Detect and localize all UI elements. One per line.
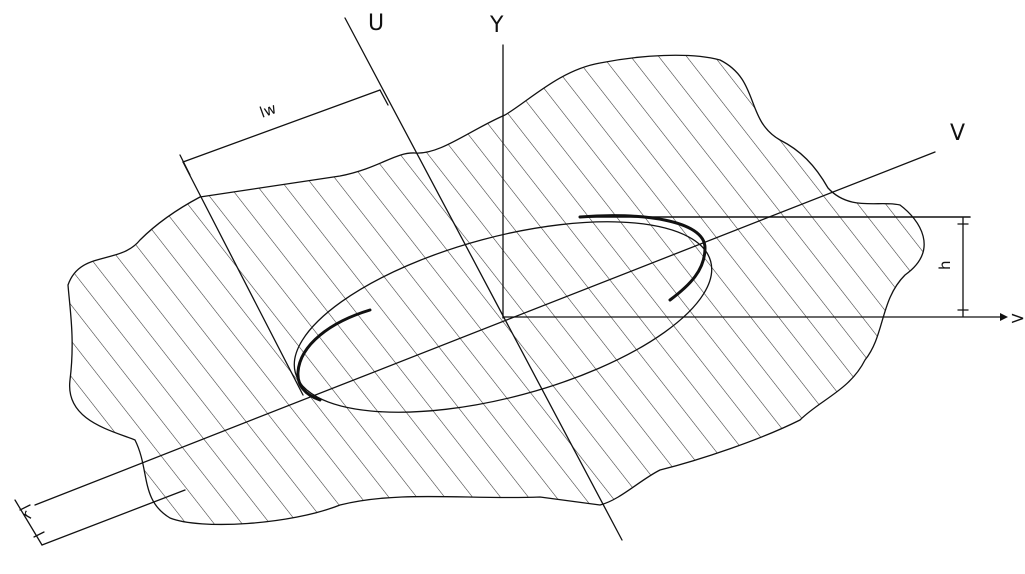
label-dim-right: h	[936, 260, 954, 270]
v-axis	[34, 151, 936, 506]
dimension-h	[957, 217, 969, 317]
u-axis	[344, 17, 623, 541]
x-axis	[502, 313, 1008, 321]
label-x: >	[1010, 308, 1025, 329]
dimension-r	[14, 499, 45, 546]
dimension-lw	[179, 89, 389, 176]
label-v: V	[950, 121, 965, 146]
v-parallel-line	[41, 489, 186, 546]
label-y: Y	[489, 13, 504, 38]
label-dim-top: lw	[257, 99, 279, 122]
label-u: U	[368, 11, 384, 36]
u-parallel-line	[182, 161, 304, 396]
inertia-ellipse	[293, 214, 713, 413]
